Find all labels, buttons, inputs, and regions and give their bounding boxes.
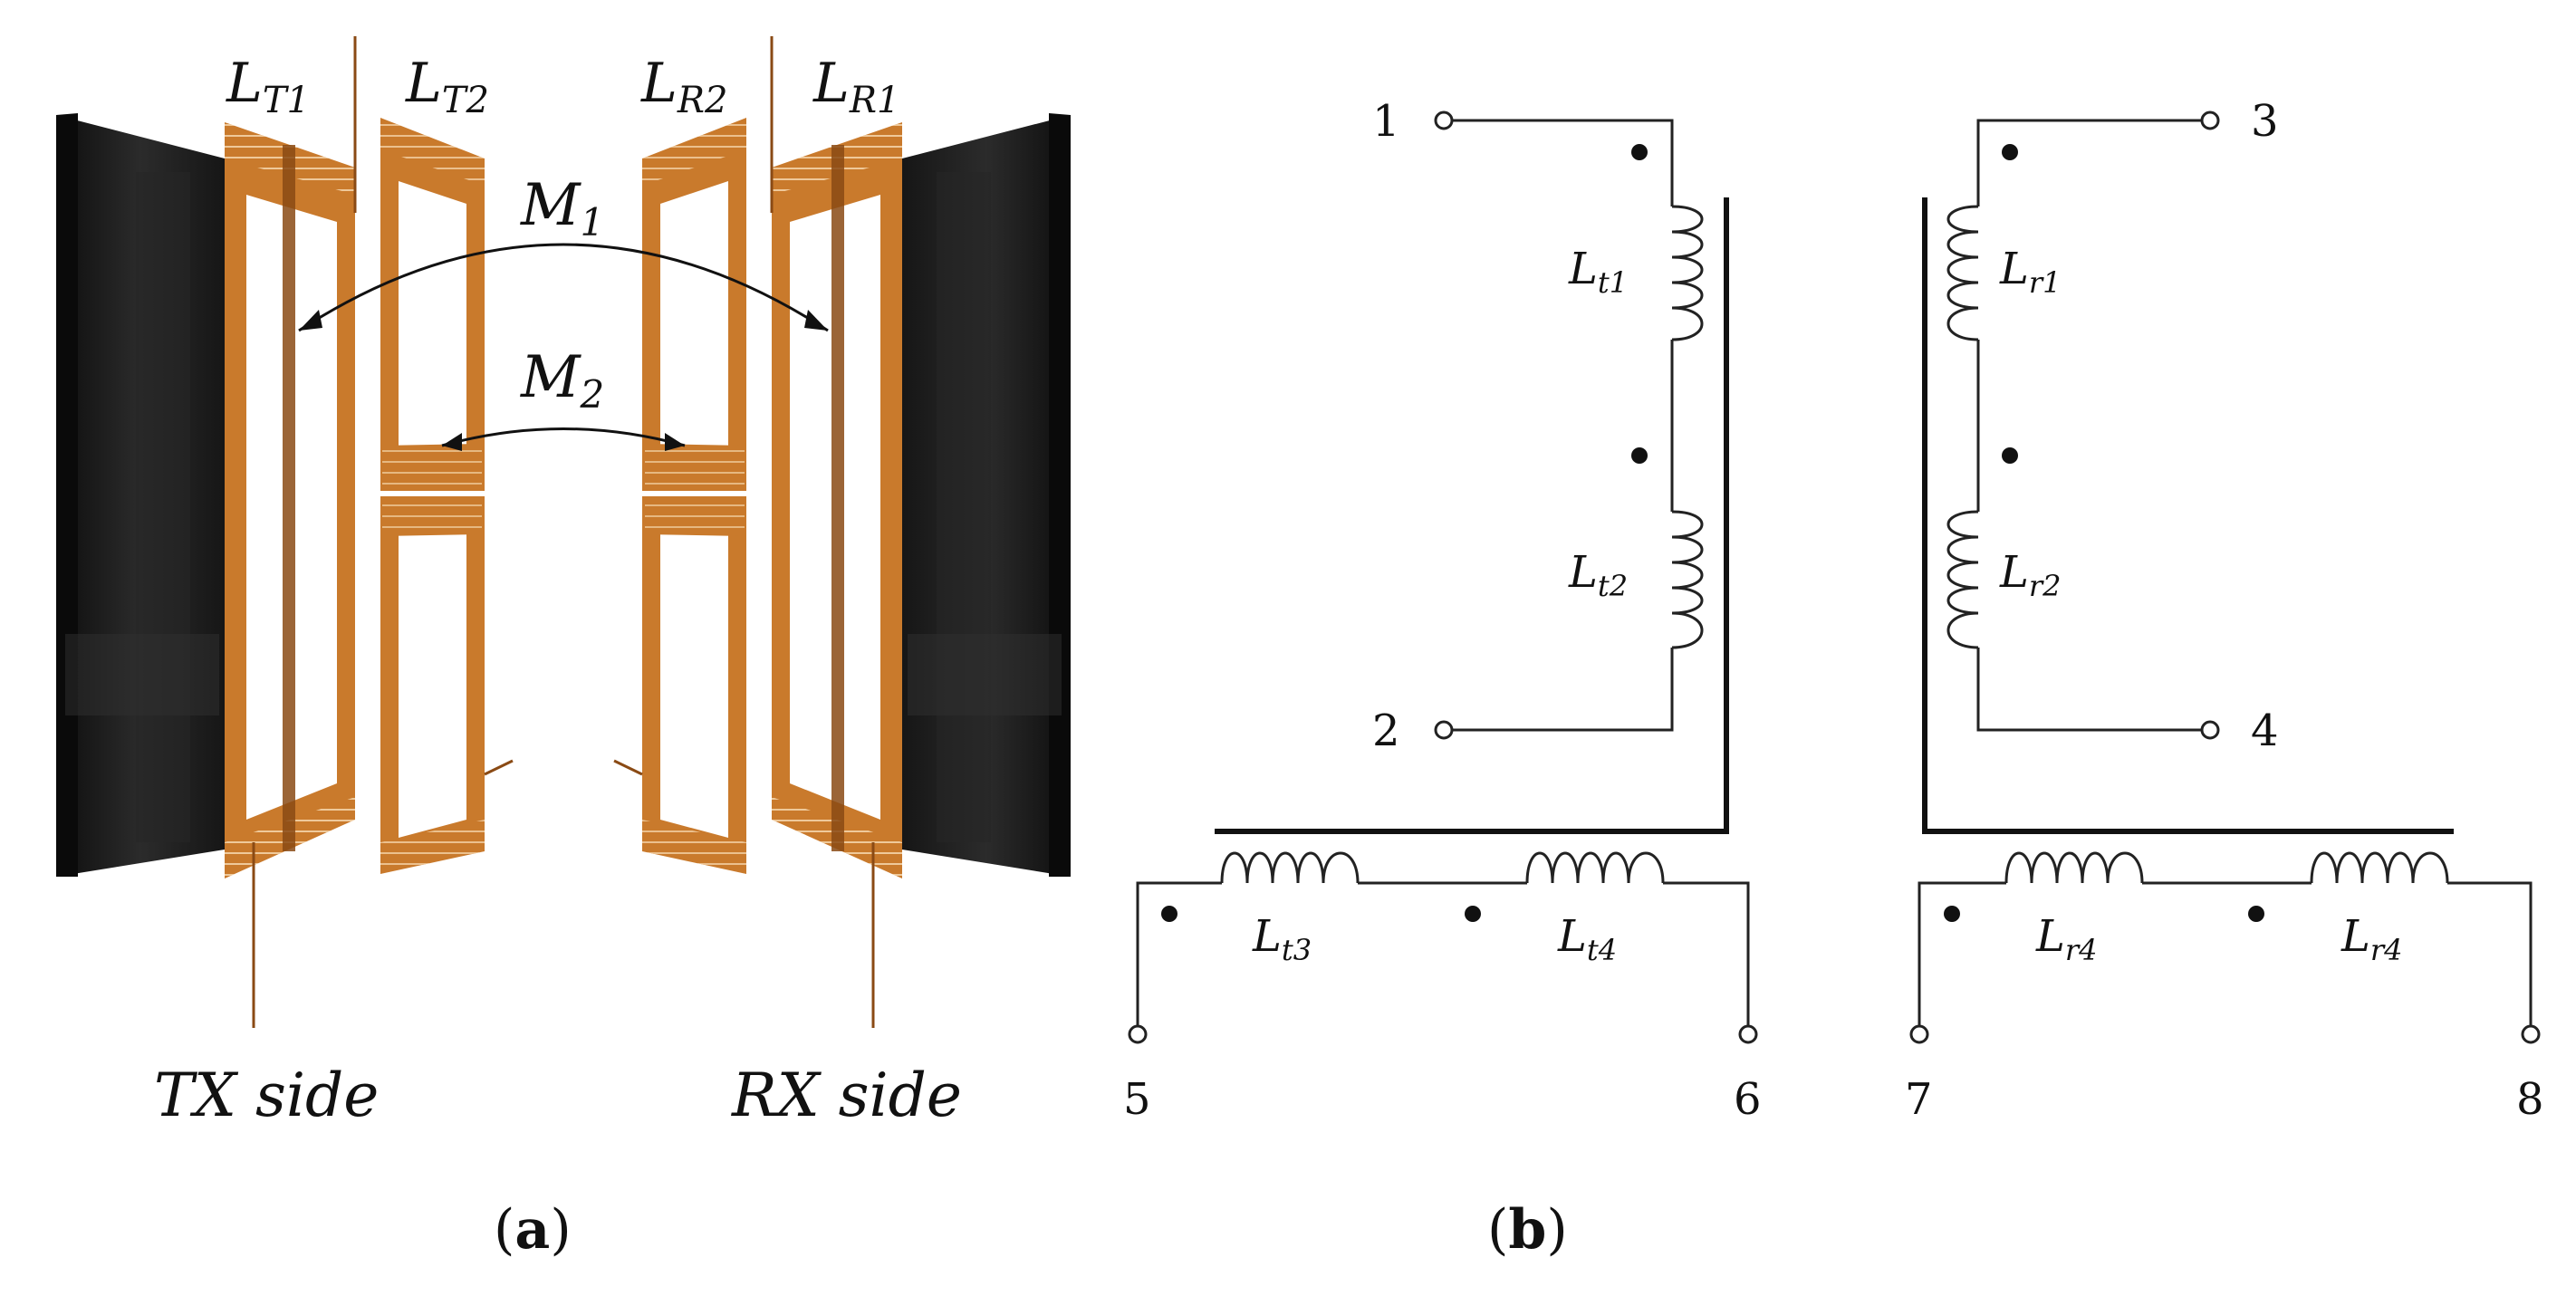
coil-lt1 [225, 36, 357, 1028]
label-lr1-b: Lr1 [1999, 244, 2062, 300]
tx-core [1215, 197, 1729, 834]
terminal-1 [1434, 110, 1454, 130]
inductor-lt3 [1220, 851, 1360, 884]
coil-lr1 [770, 36, 902, 1028]
caption-b: (b) [1487, 1198, 1568, 1262]
inductor-lr2 [1946, 510, 1979, 649]
terminal-2 [1434, 720, 1454, 740]
label-lt4-b: Lt4 [1557, 911, 1617, 967]
terminal-label-5: 5 [1123, 1074, 1151, 1125]
label-lt1-b: Lt1 [1568, 244, 1628, 300]
dot-lr1 [2002, 144, 2018, 160]
dot-lt3 [1161, 906, 1177, 922]
dot-lr4b [2248, 906, 2264, 922]
terminal-3 [2200, 110, 2220, 130]
m2-arrow [441, 427, 686, 451]
rx-circuit [1909, 110, 2541, 1044]
m1-arrow [298, 243, 829, 332]
dot-lt2 [1631, 447, 1648, 464]
terminal-8 [2521, 1024, 2541, 1044]
label-tx-side: TX side [154, 1061, 379, 1130]
terminal-5 [1128, 1024, 1148, 1044]
label-rx-side: RX side [731, 1061, 962, 1130]
dot-lr2 [2002, 447, 2018, 464]
terminal-label-7: 7 [1905, 1074, 1933, 1125]
tx-ferrite-plate [56, 113, 225, 877]
dot-lt1 [1631, 144, 1648, 160]
terminal-6 [1738, 1024, 1758, 1044]
terminal-label-8: 8 [2516, 1074, 2544, 1125]
rx-core [1922, 197, 2454, 834]
label-m2: M2 [520, 344, 604, 417]
inductor-lt4 [1525, 851, 1665, 884]
label-lt3-b: Lt3 [1252, 911, 1312, 967]
dot-lt4 [1465, 906, 1481, 922]
terminal-4 [2200, 720, 2220, 740]
label-m1: M1 [520, 172, 604, 245]
label-lr4a-b: Lr4 [2035, 911, 2098, 967]
terminal-label-2: 2 [1372, 706, 1400, 756]
rx-ferrite-plate [902, 113, 1071, 877]
inductor-lr4a [2004, 851, 2144, 884]
label-lr1: LR1 [812, 52, 899, 121]
terminal-label-1: 1 [1372, 96, 1400, 147]
terminal-label-6: 6 [1734, 1074, 1762, 1125]
panel-b: 1 2 3 4 5 6 7 8 Lt1 Lt2 Lr1 Lr2 Lt3 Lt4 … [1123, 96, 2544, 1262]
dot-lr4a [1944, 906, 1960, 922]
inductor-lr4b [2310, 851, 2449, 884]
tx-circuit [1128, 110, 1758, 1044]
label-lr2-b: Lr2 [1999, 547, 2062, 603]
inductor-lr1 [1946, 205, 1979, 341]
panel-a: LT1 LT2 LR2 LR1 M1 M2 TX side RX side (a… [56, 36, 1071, 1262]
label-lt2-b: Lt2 [1568, 547, 1628, 603]
caption-a: (a) [494, 1198, 572, 1262]
coil-lr2 [613, 118, 746, 874]
label-lt1: LT1 [226, 52, 310, 121]
coil-lt2 [380, 118, 514, 874]
inductor-lt1 [1671, 205, 1704, 341]
terminal-label-4: 4 [2251, 706, 2279, 756]
inductor-lt2 [1671, 510, 1704, 649]
terminal-7 [1909, 1024, 1929, 1044]
terminal-label-3: 3 [2251, 96, 2279, 147]
label-lr2: LR2 [640, 52, 727, 121]
label-lt2: LT2 [405, 52, 489, 121]
label-lr4b-b: Lr4 [2341, 911, 2403, 967]
